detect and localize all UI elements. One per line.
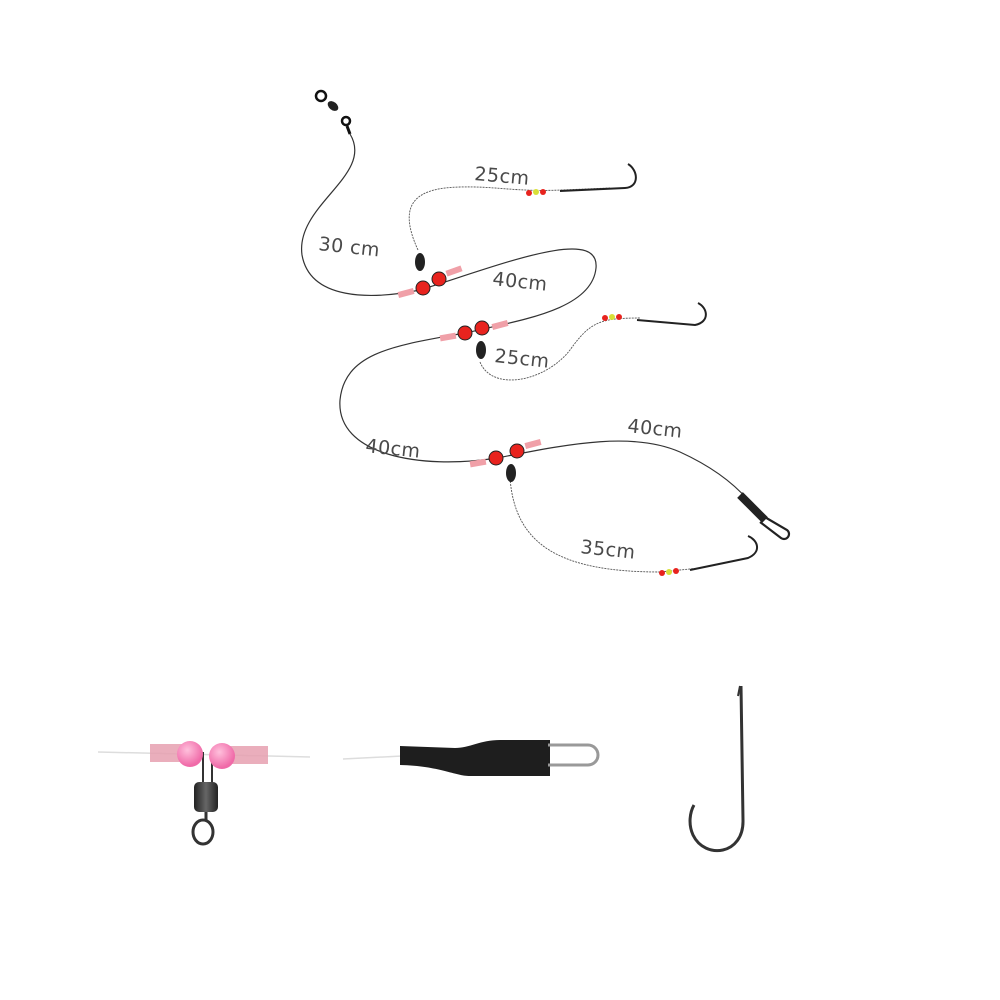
- junction-middle: [439, 320, 509, 359]
- label-lower-main: 40cm: [364, 435, 421, 463]
- label-end-main: 40cm: [626, 415, 683, 443]
- swivel-icon: [314, 89, 352, 135]
- label-bottom-dropper: 35cm: [579, 536, 636, 564]
- label-middle-dropper: 25cm: [493, 345, 550, 373]
- label-top-dropper: 25cm: [474, 163, 531, 190]
- hook-middle: [602, 302, 707, 327]
- three-way-swivel-icon: [97, 741, 311, 846]
- snap-connector-detail: [342, 740, 600, 776]
- junction-top: [397, 253, 463, 298]
- dropper-line-middle: [479, 317, 641, 381]
- hook-icon: [688, 685, 745, 852]
- hook-top: [526, 163, 637, 196]
- hook-bottom: [659, 535, 758, 576]
- label-leader: 30 cm: [317, 233, 381, 261]
- label-upper-main: 40cm: [491, 268, 548, 296]
- junction-bottom: [469, 439, 542, 482]
- dropper-line-top: [408, 186, 611, 251]
- dropper-line-bottom: [509, 477, 701, 573]
- snap-connector-icon: [737, 492, 791, 541]
